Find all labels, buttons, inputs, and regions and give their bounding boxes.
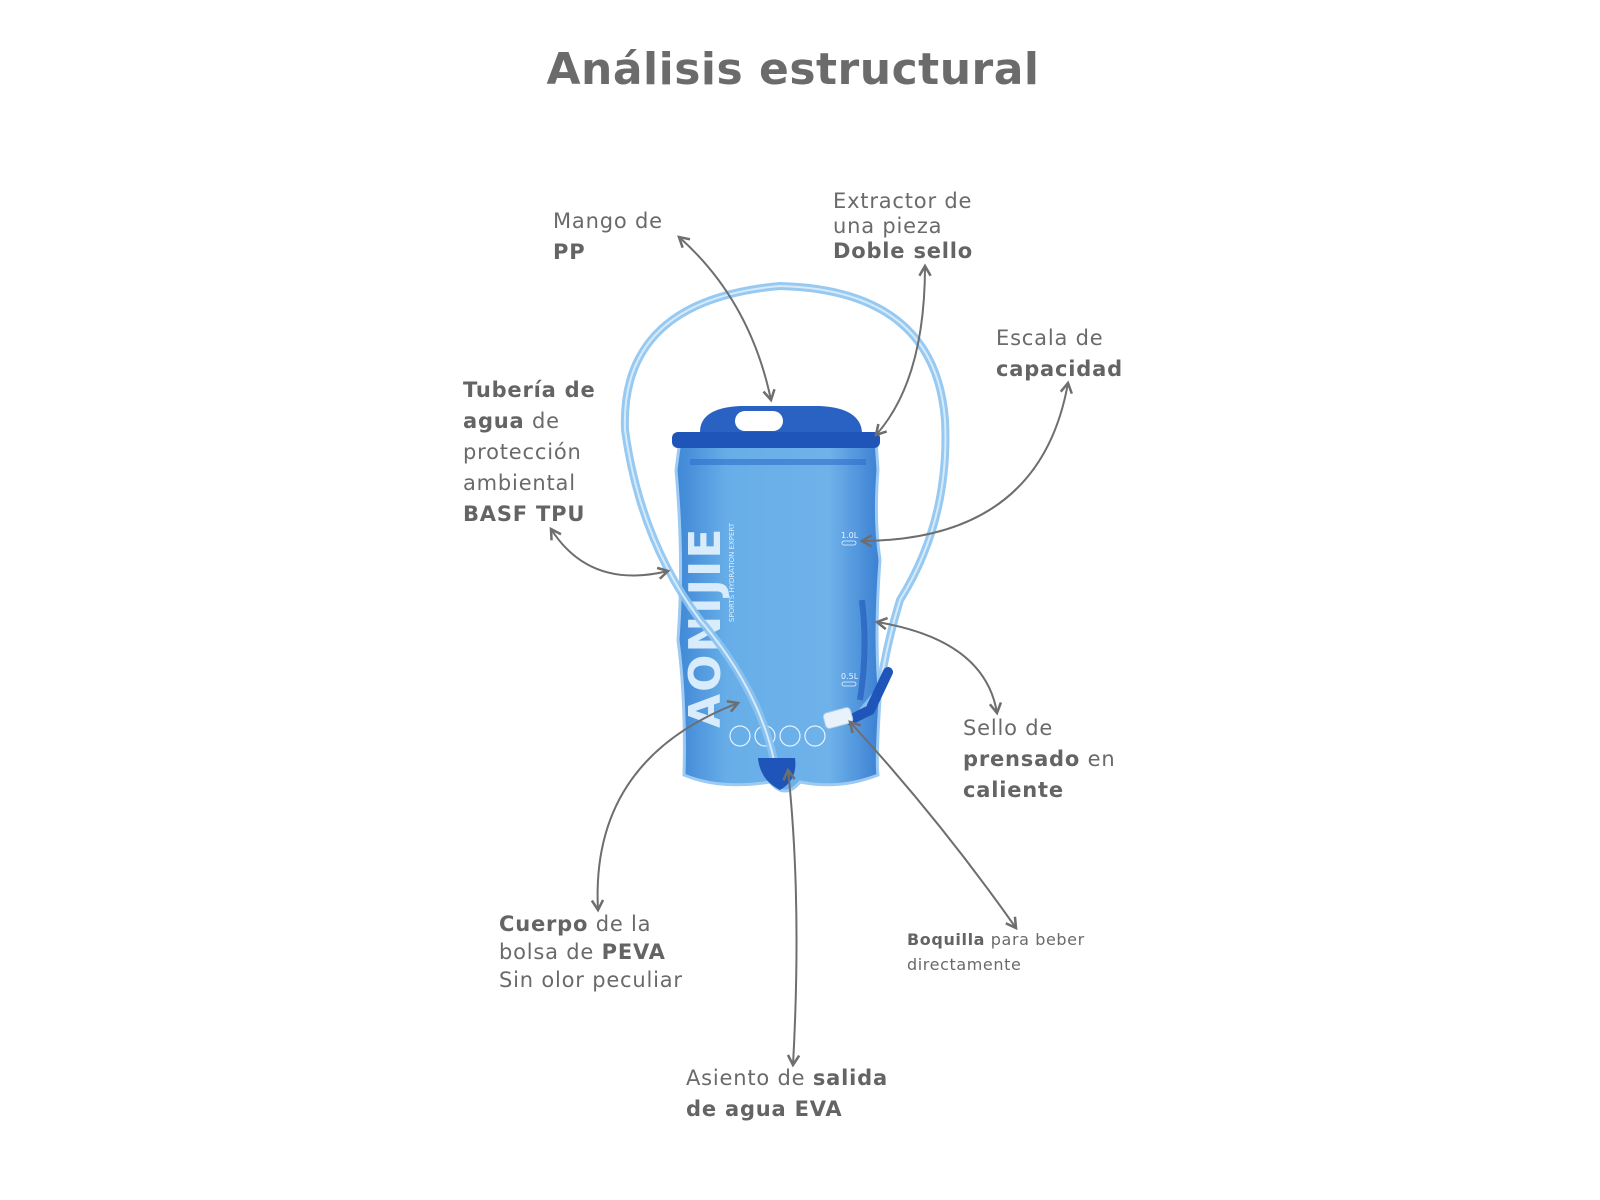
label-text: directamente xyxy=(907,955,1022,974)
label-text: bolsa de xyxy=(499,940,602,964)
scale-mark-05l: 0.5L xyxy=(841,672,859,681)
label-line: PP xyxy=(553,237,663,268)
brand-tagline: SPORTS HYDRATION EXPERT xyxy=(728,522,736,622)
label-bold-text: salida xyxy=(812,1066,888,1090)
label-line: ambiental xyxy=(463,468,596,499)
label-bold-text: Cuerpo xyxy=(499,912,589,936)
label-line: prensado en xyxy=(963,744,1115,775)
label-text: una pieza xyxy=(833,214,943,238)
label-line: Doble sello xyxy=(833,239,973,264)
label-line: Sin olor peculiar xyxy=(499,966,683,994)
scale-mark-1l: 1.0L xyxy=(841,531,859,540)
label-bold-text: PP xyxy=(553,240,586,264)
label-text: Mango de xyxy=(553,209,663,233)
label-bold-text: de agua EVA xyxy=(686,1097,843,1121)
label-text: ambiental xyxy=(463,471,576,495)
label-bold-text: BASF TPU xyxy=(463,502,586,526)
label-bold-text: caliente xyxy=(963,778,1064,802)
label-line: una pieza xyxy=(833,214,973,239)
label-mouthpiece: Boquilla para beber directamente xyxy=(907,927,1085,977)
label-bold-text: prensado xyxy=(963,747,1081,771)
label-text: Asiento de xyxy=(686,1066,813,1090)
label-line: bolsa de PEVA xyxy=(499,938,683,966)
label-bold-text: Boquilla xyxy=(907,930,986,949)
label-text: en xyxy=(1080,747,1116,771)
label-line: de agua EVA xyxy=(686,1094,888,1125)
label-line: Mango de xyxy=(553,206,663,237)
label-text: Extractor de xyxy=(833,189,973,213)
arrow-body xyxy=(590,700,741,913)
label-text: protección xyxy=(463,440,582,464)
label-text: Escala de xyxy=(996,326,1104,350)
arrow-mouthpiece xyxy=(848,720,1018,931)
label-bold-text: PEVA xyxy=(601,940,666,964)
label-text: Sello de xyxy=(963,716,1054,740)
arrow-outlet xyxy=(782,767,801,1068)
label-line: Cuerpo de la xyxy=(499,910,683,938)
label-line: Sello de xyxy=(963,713,1115,744)
label-line: BASF TPU xyxy=(463,499,596,530)
label-line: capacidad xyxy=(996,354,1123,385)
callout-arrows xyxy=(549,235,1073,1068)
handle-icon xyxy=(672,406,880,448)
label-heat-seal: Sello de prensado en caliente xyxy=(963,713,1115,806)
label-line: caliente xyxy=(963,775,1115,806)
arrow-extractor xyxy=(874,263,932,437)
label-line: protección xyxy=(463,437,596,468)
label-scale: Escala de capacidad xyxy=(996,323,1123,385)
label-line: Tubería de xyxy=(463,375,596,406)
label-text: Sin olor peculiar xyxy=(499,968,683,992)
label-line: Boquilla para beber xyxy=(907,927,1085,952)
label-line: directamente xyxy=(907,952,1085,977)
label-line: agua de xyxy=(463,406,596,437)
label-line: Extractor de xyxy=(833,189,973,214)
arrow-tube xyxy=(549,526,671,580)
label-line: Asiento de salida xyxy=(686,1063,888,1094)
label-text: para beber xyxy=(985,930,1085,949)
page-title: Análisis estructural xyxy=(546,44,1040,95)
label-bold-text: agua xyxy=(463,409,525,433)
label-outlet: Asiento de salida de agua EVA xyxy=(686,1063,888,1125)
arrow-scale xyxy=(859,380,1073,548)
label-bold-text: Tubería de xyxy=(463,378,596,402)
arrow-handle xyxy=(677,235,776,403)
label-text: de la xyxy=(588,912,652,936)
label-bold-text: capacidad xyxy=(996,357,1123,381)
label-line: Escala de xyxy=(996,323,1123,354)
label-bold-text: Doble sello xyxy=(833,239,974,263)
arrow-heat-seal xyxy=(874,616,1003,716)
label-handle: Mango de PP xyxy=(553,206,663,268)
label-text: de xyxy=(524,409,560,433)
